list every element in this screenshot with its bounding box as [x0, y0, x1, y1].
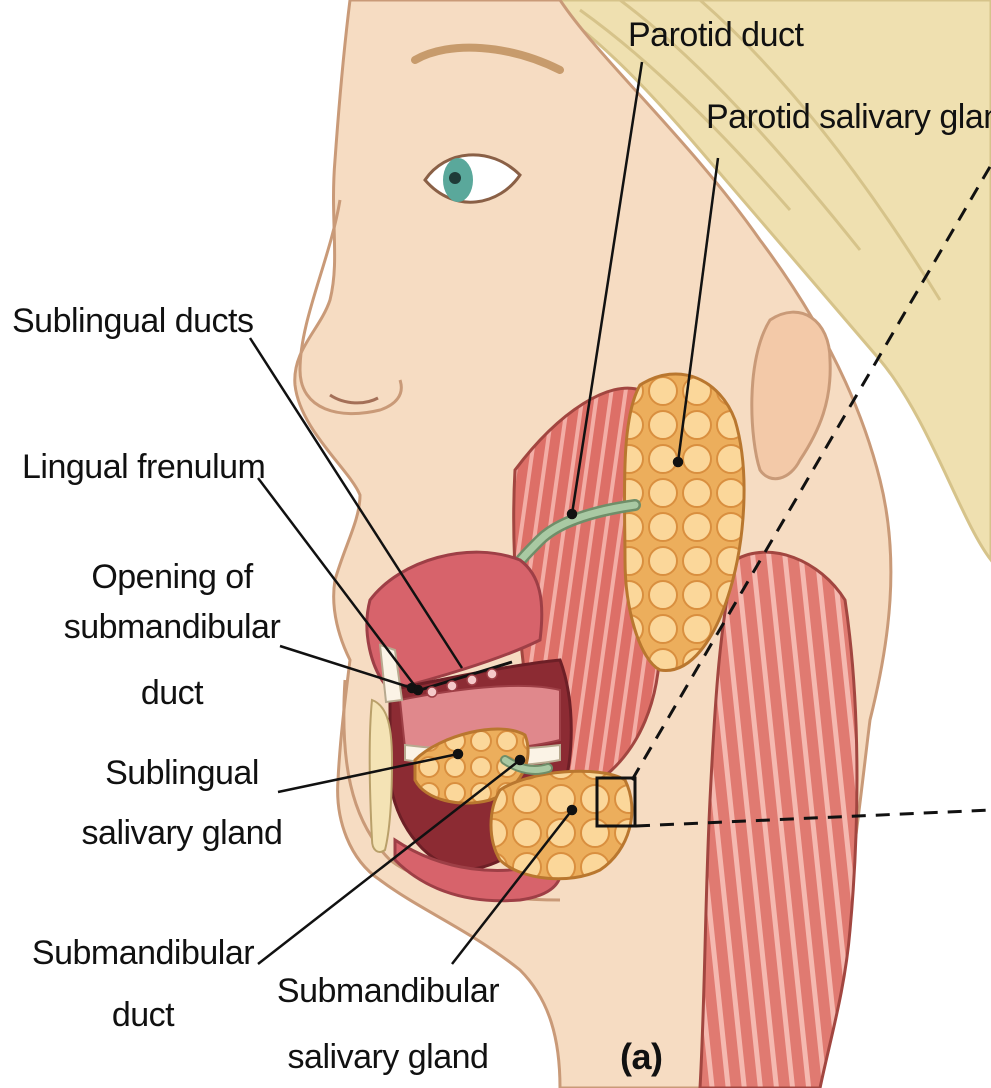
label-submandibular-duct-line1: Submandibular — [28, 932, 258, 974]
label-lingual-frenulum: Lingual frenulum — [22, 446, 265, 488]
label-submandibular-duct-line2: duct — [28, 994, 258, 1036]
label-parotid-gland: Parotid salivary gland — [706, 96, 991, 138]
label-submandibular-gland-line2: salivary gland — [268, 1036, 508, 1078]
neck-muscle — [700, 552, 857, 1088]
mandible — [370, 700, 392, 852]
label-sublingual-ducts: Sublingual ducts — [12, 300, 254, 342]
label-opening-submandibular-line3: duct — [62, 672, 282, 714]
label-opening-submandibular-line2: submandibular — [62, 606, 282, 648]
label-opening-submandibular-line1: Opening of — [62, 556, 282, 598]
label-sublingual-gland-line2: salivary gland — [62, 812, 302, 854]
label-submandibular-gland-line1: Submandibular — [268, 970, 508, 1012]
panel-label: (a) — [620, 1036, 663, 1078]
label-parotid-duct: Parotid duct — [628, 14, 803, 56]
label-sublingual-gland-line1: Sublingual — [62, 752, 302, 794]
